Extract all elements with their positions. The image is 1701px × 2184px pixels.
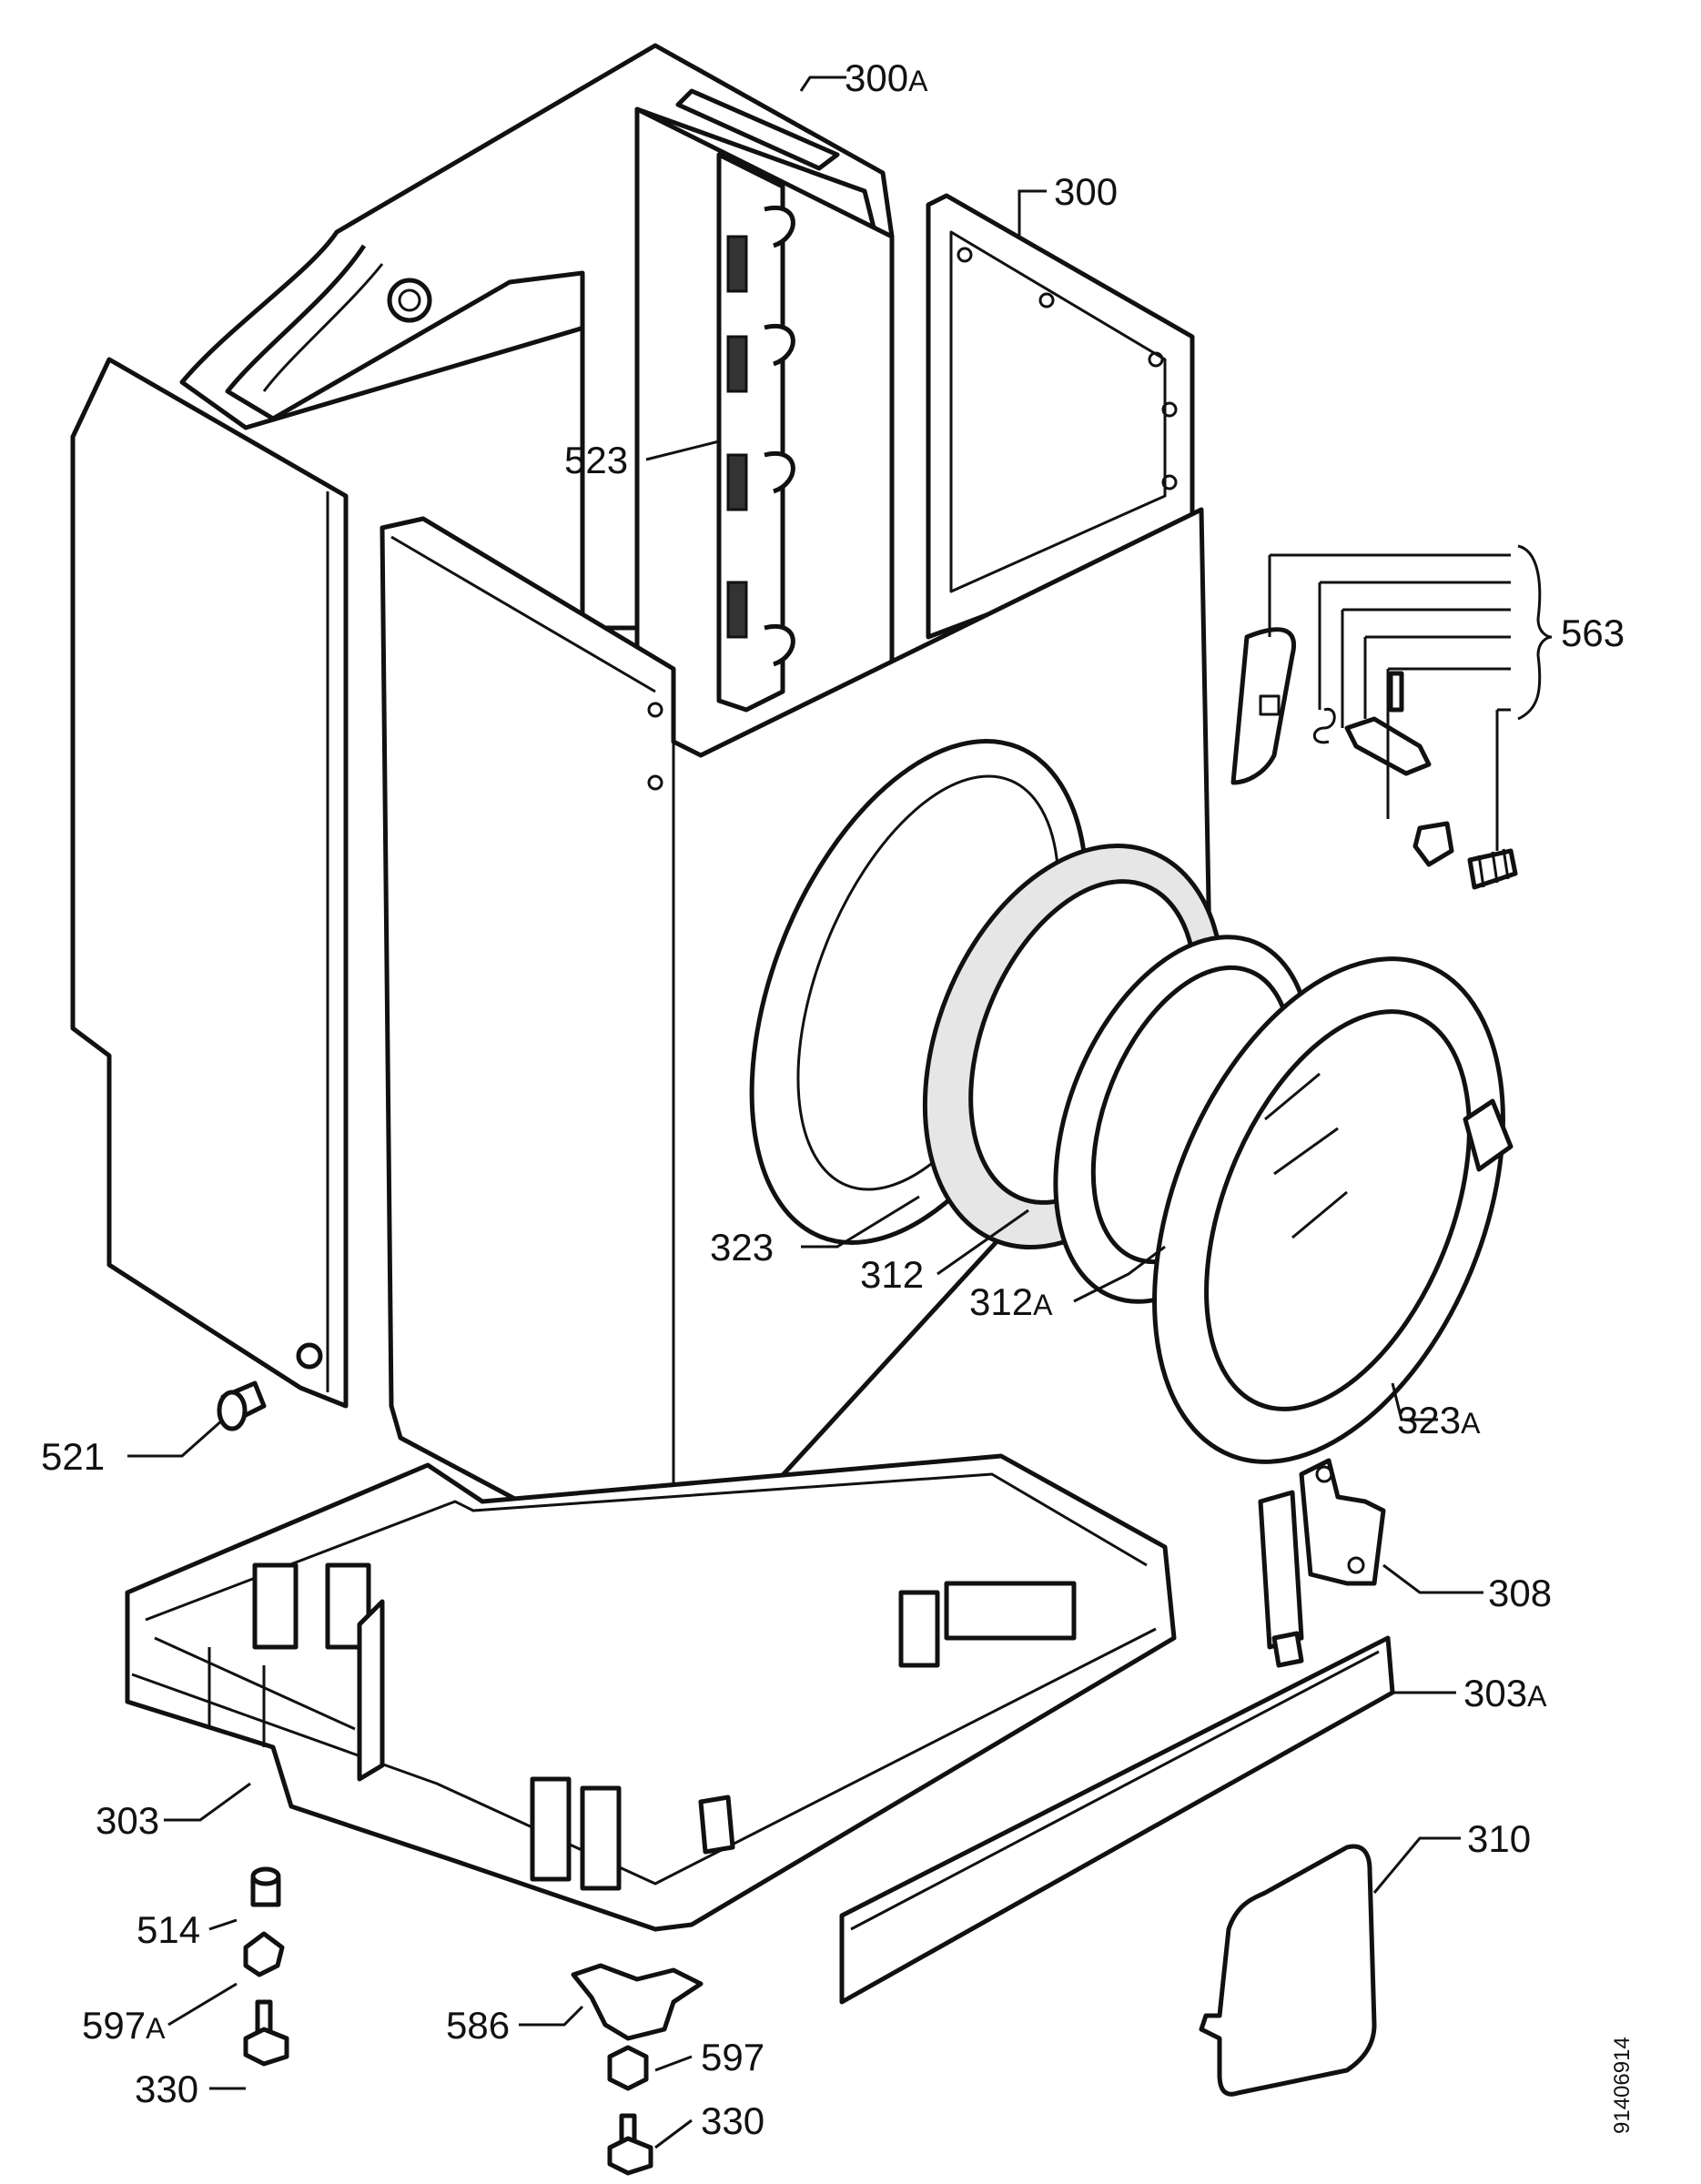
label-310: 310 [1467, 1817, 1531, 1860]
nut-597 [607, 2045, 649, 2091]
label-563: 563 [1561, 612, 1625, 654]
label-597a: 597A [82, 2004, 166, 2047]
label-323: 323 [710, 1226, 774, 1269]
label-521: 521 [41, 1435, 105, 1478]
label-323a: 323A [1397, 1399, 1481, 1441]
screw-521 [217, 1380, 267, 1431]
label-514: 514 [137, 1908, 200, 1951]
leader-lines [127, 76, 1553, 2149]
label-312: 312 [860, 1253, 924, 1296]
foot-586 [571, 1963, 704, 2041]
bolt-330-left [243, 1999, 289, 2067]
latch-kit-563 [1230, 627, 1518, 890]
label-597: 597 [701, 2036, 764, 2078]
service-flap-310 [1199, 1844, 1377, 2097]
label-300: 300 [1054, 170, 1118, 213]
label-303a: 303A [1463, 1672, 1547, 1714]
label-586: 586 [446, 2004, 510, 2047]
base-303 [125, 1453, 1177, 1932]
screw-514 [250, 1866, 281, 1907]
rail-523 [716, 152, 795, 713]
label-330-left: 330 [135, 2068, 198, 2110]
bolt-330-right [607, 2113, 653, 2176]
part-labels: 300A 300 523 563 323 312 312A 323A 521 3… [41, 56, 1635, 2142]
nut-597a [243, 1931, 285, 1977]
label-523: 523 [564, 439, 628, 481]
door-assembly [922, 843, 1514, 1464]
hinge-308 [1258, 1458, 1386, 1668]
label-300a: 300A [845, 56, 928, 99]
label-330-right: 330 [701, 2099, 764, 2142]
label-312a: 312A [969, 1280, 1053, 1323]
left-side-panel [70, 357, 349, 1409]
label-303: 303 [96, 1799, 159, 1842]
label-308: 308 [1488, 1572, 1552, 1614]
drawing-code: 91406914 [1610, 2037, 1635, 2134]
